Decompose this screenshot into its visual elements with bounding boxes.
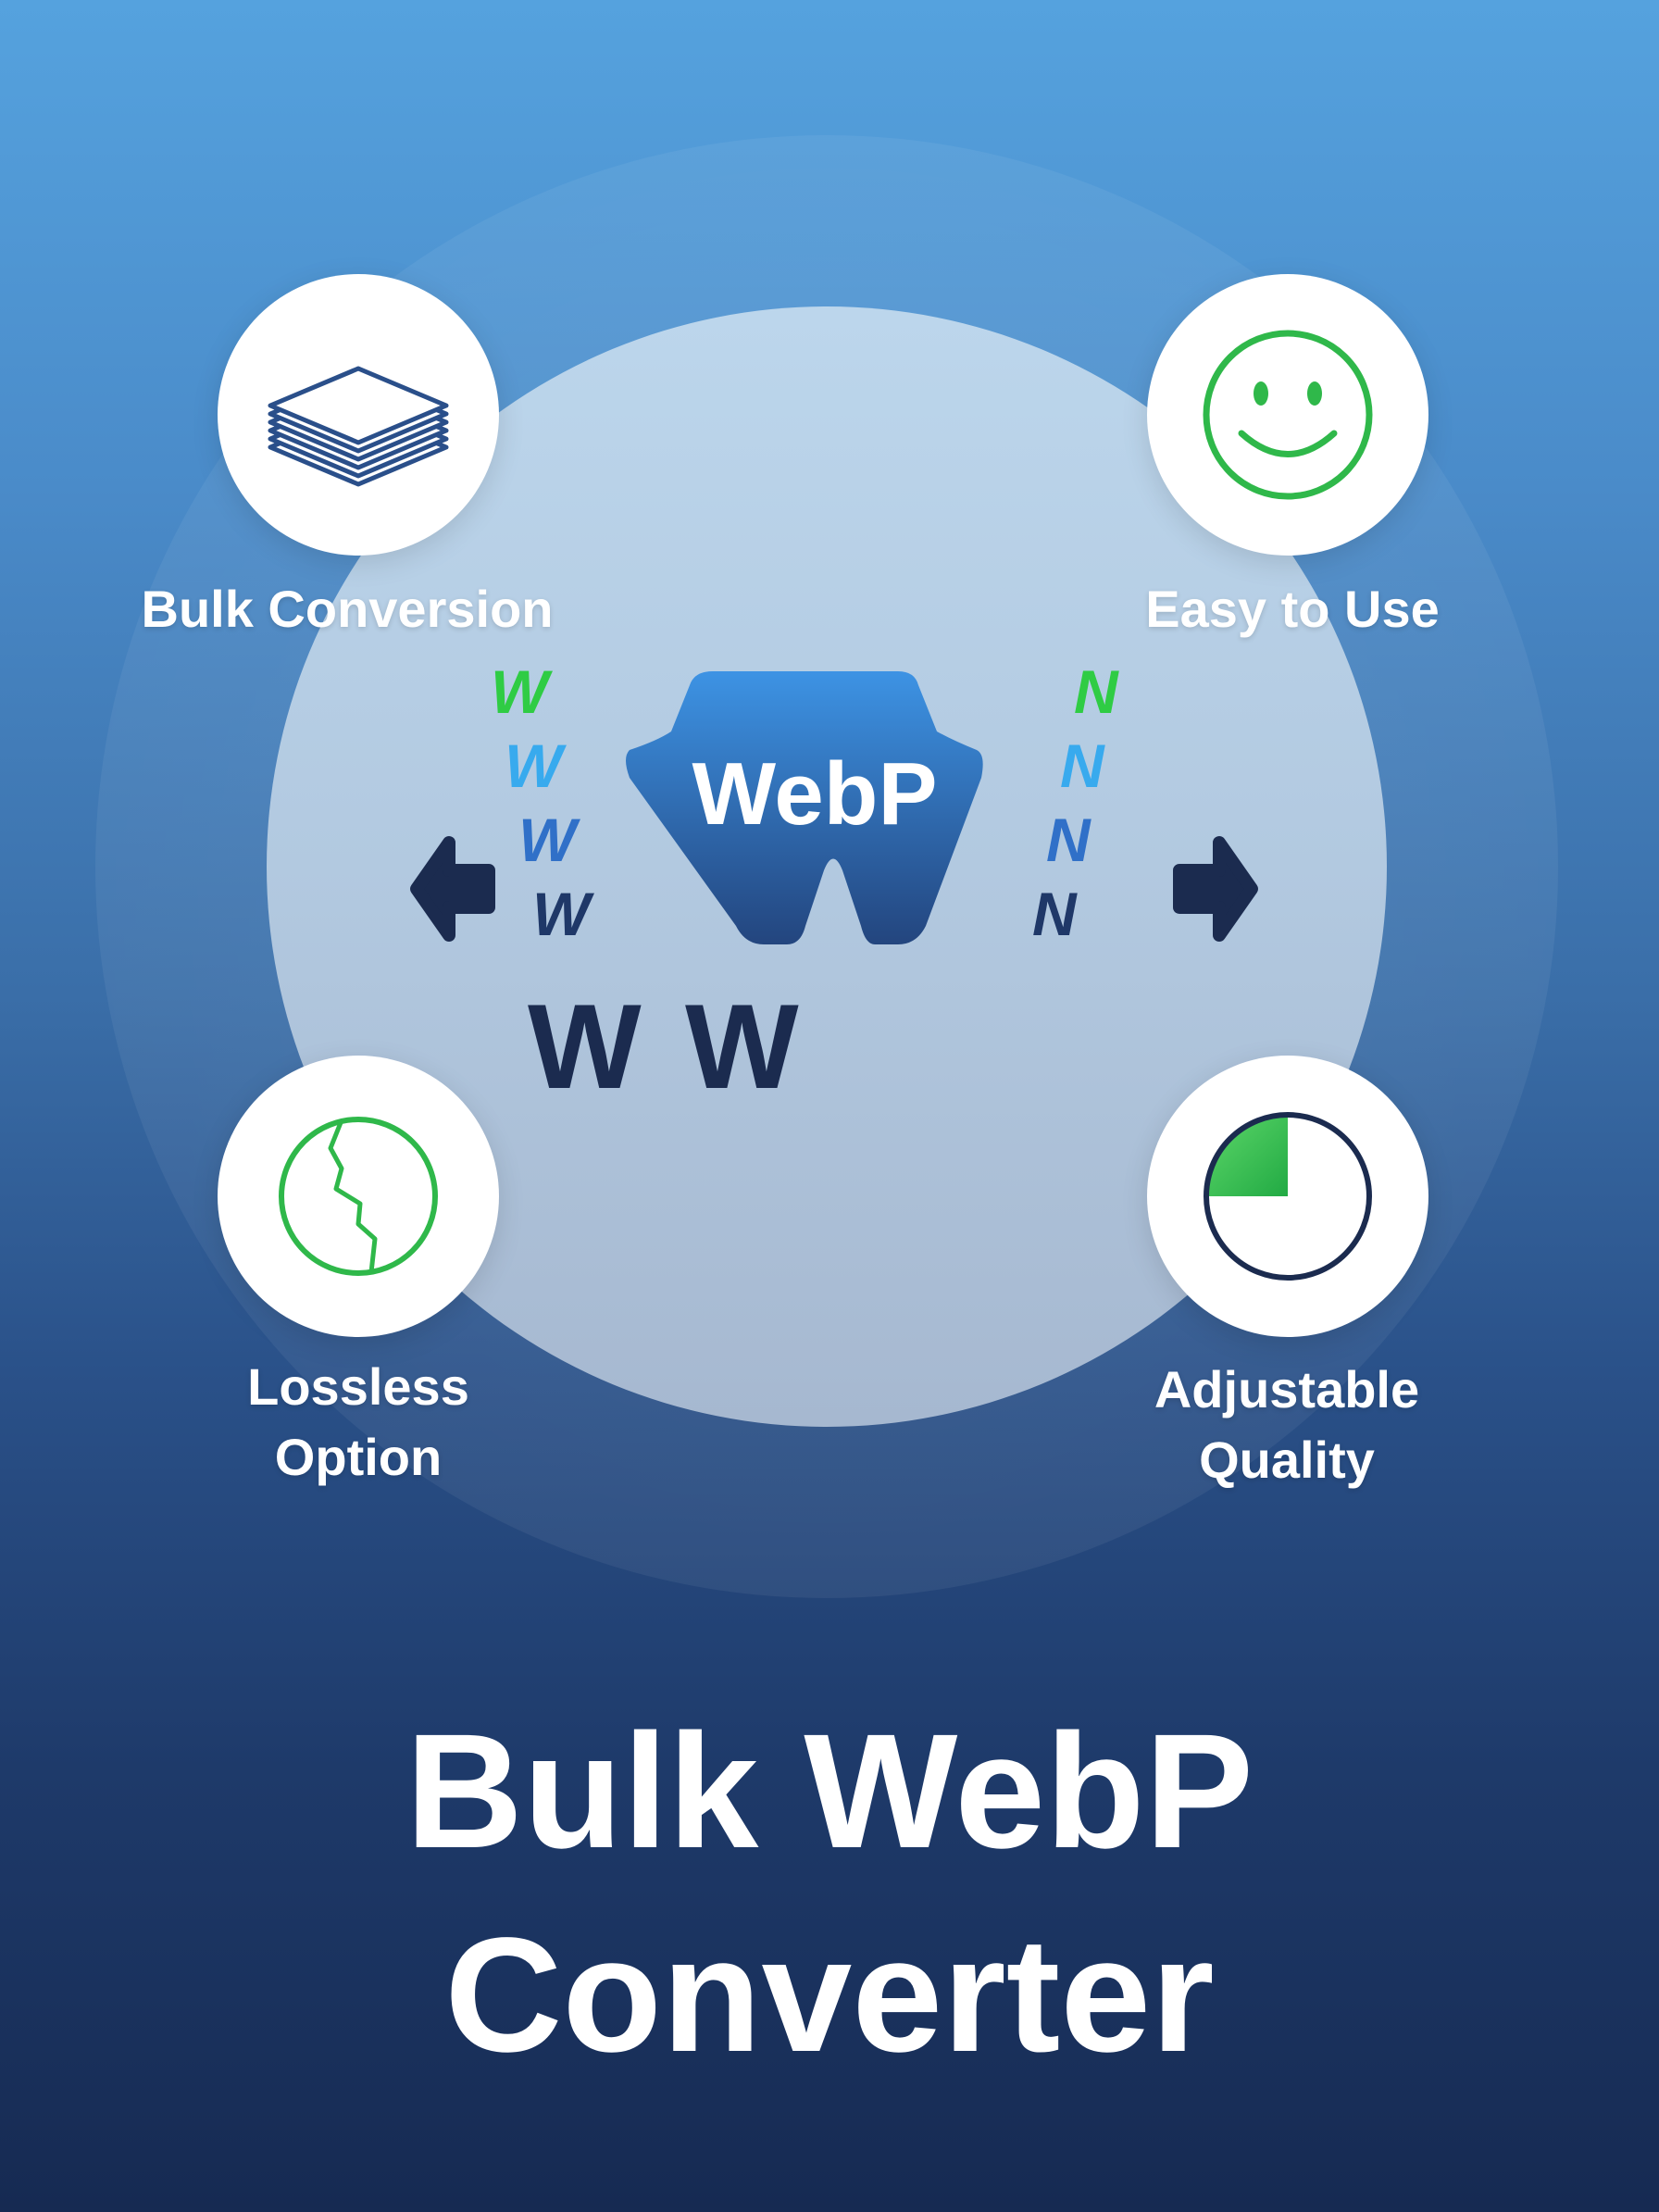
- page-title-line-1: Bulk WebP: [405, 1701, 1254, 1882]
- cracked-circle-icon: [279, 1117, 438, 1276]
- easy-to-use-badge: [1147, 274, 1428, 556]
- label-line: Quality: [1199, 1431, 1375, 1489]
- right-arrow-icon: [1173, 836, 1258, 942]
- label-line: Adjustable: [1154, 1360, 1420, 1418]
- easy-to-use-label: Easy to Use: [1145, 580, 1440, 638]
- logo-text: WebP: [692, 744, 938, 844]
- bulk-conversion-badge: [218, 274, 499, 556]
- adjustable-quality-badge: [1147, 1056, 1428, 1337]
- smiley-face-icon: [1203, 330, 1373, 500]
- webp-badge-shape: [626, 671, 983, 944]
- w-glyph: W: [532, 880, 594, 948]
- lossless-option-label: Lossless Option: [99, 1352, 617, 1493]
- w-glyph: W: [491, 657, 553, 726]
- w-glyph: W: [505, 731, 567, 800]
- n-glyph: N: [1046, 806, 1091, 874]
- w-glyph: W: [518, 806, 580, 874]
- adjustable-quality-label: Adjustable Quality: [1028, 1355, 1546, 1495]
- page-title-line-2: Converter: [444, 1905, 1215, 2086]
- w-glyph: W: [685, 979, 799, 1111]
- n-glyph: N: [1074, 657, 1119, 726]
- n-glyph: N: [1060, 731, 1105, 800]
- stacked-layers-icon: [268, 366, 449, 487]
- w-glyph: W: [528, 979, 642, 1111]
- bulk-conversion-label: Bulk Conversion: [141, 580, 554, 638]
- label-line: Lossless: [247, 1357, 469, 1416]
- quality-dial-icon: [1204, 1112, 1372, 1281]
- left-arrow-icon: [410, 836, 495, 942]
- n-glyph: N: [1032, 880, 1078, 948]
- lossless-option-badge: [218, 1056, 499, 1337]
- label-line: Option: [274, 1428, 443, 1486]
- webp-logo: W W W W N N N N W W WebP: [410, 657, 1258, 1111]
